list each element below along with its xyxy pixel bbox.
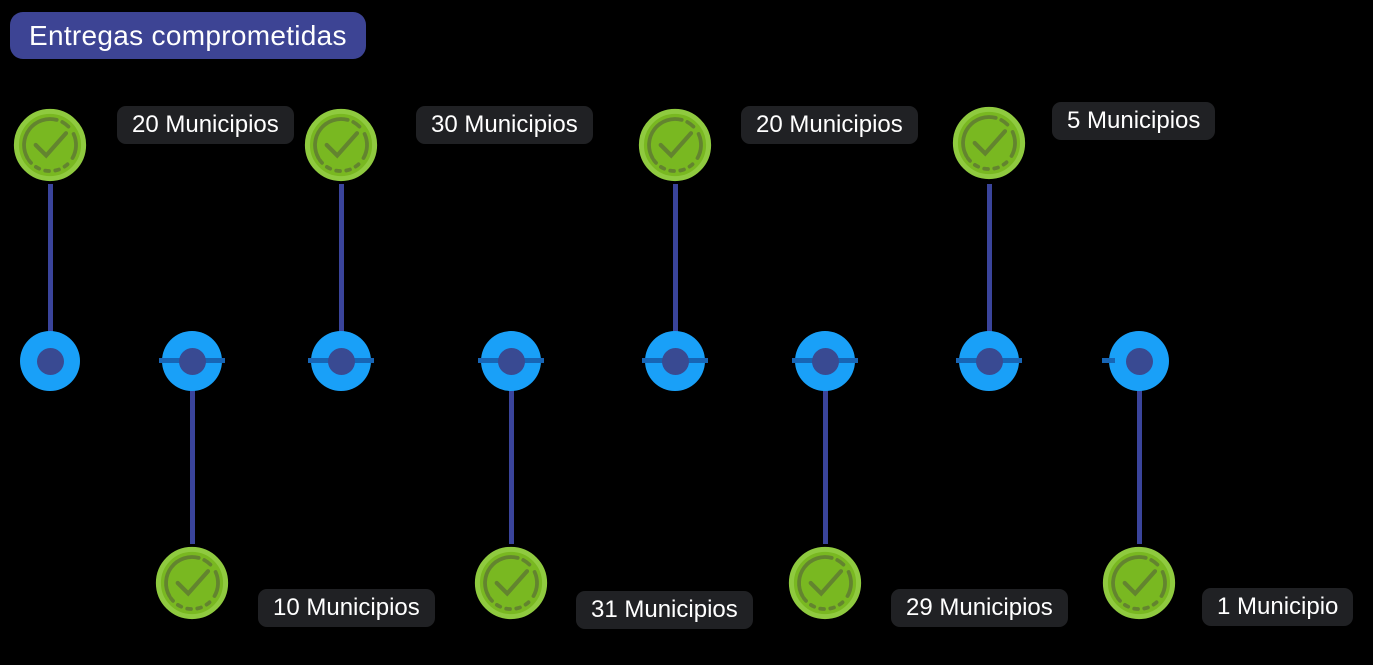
- check-seal-icon: [783, 541, 867, 625]
- connector-line: [987, 184, 992, 334]
- check-seal-icon: [947, 101, 1031, 185]
- check-seal-icon: [633, 103, 717, 187]
- timeline-node-dot: [37, 348, 64, 375]
- check-seal-icon: [1097, 541, 1181, 625]
- timeline-node-dot: [662, 348, 689, 375]
- timeline-node-dot: [812, 348, 839, 375]
- connector-line: [673, 184, 678, 334]
- connector-line: [509, 388, 514, 544]
- connector-line: [1137, 388, 1142, 544]
- municipios-label: 10 Municipios: [258, 589, 435, 627]
- timeline-node-dot: [179, 348, 206, 375]
- municipios-label: 20 Municipios: [117, 106, 294, 144]
- check-seal-icon: [299, 103, 383, 187]
- connector-line: [48, 184, 53, 334]
- page-title: Entregas comprometidas: [10, 12, 366, 59]
- connector-line: [823, 388, 828, 544]
- municipios-label: 20 Municipios: [741, 106, 918, 144]
- check-seal-icon: [150, 541, 234, 625]
- timeline-node-dot: [328, 348, 355, 375]
- timeline-axis-segment: [1102, 358, 1115, 363]
- check-seal-icon: [469, 541, 553, 625]
- timeline-node-dot: [1126, 348, 1153, 375]
- timeline-node-dot: [976, 348, 1003, 375]
- municipios-label: 31 Municipios: [576, 591, 753, 629]
- municipios-label: 30 Municipios: [416, 106, 593, 144]
- connector-line: [339, 184, 344, 334]
- connector-line: [190, 388, 195, 544]
- municipios-label: 5 Municipios: [1052, 102, 1216, 140]
- timeline-node-dot: [498, 348, 525, 375]
- municipios-label: 1 Municipio: [1202, 588, 1354, 626]
- municipios-label: 29 Municipios: [891, 589, 1068, 627]
- check-seal-icon: [8, 103, 92, 187]
